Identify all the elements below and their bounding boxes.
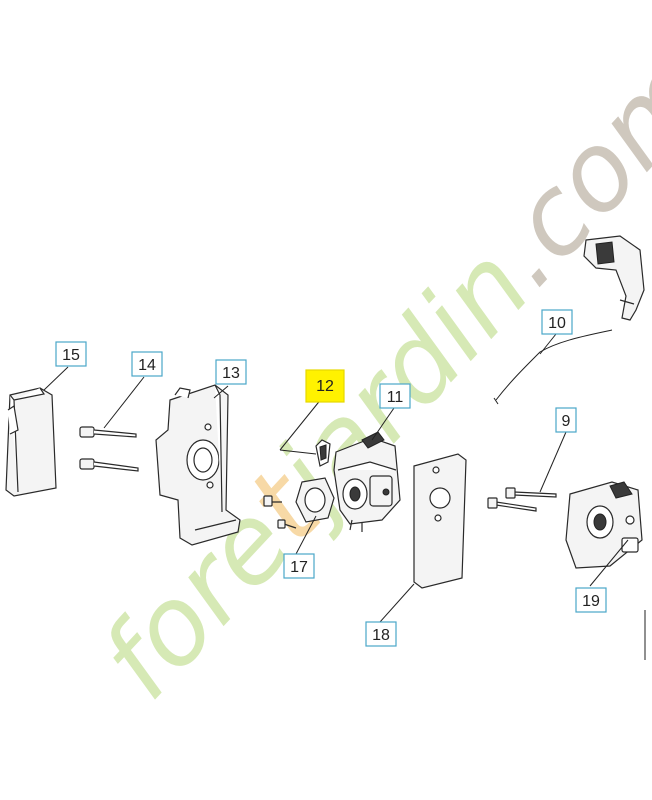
part-throttle-cable xyxy=(493,329,613,405)
watermark-text: foretjardin.com xyxy=(78,31,652,723)
callout-label-9: 9 xyxy=(562,413,571,430)
part-insulator-plate xyxy=(413,453,467,589)
callout-18: 18 xyxy=(365,621,397,647)
part-long-screws xyxy=(79,426,139,472)
callout-label-11: 11 xyxy=(387,389,404,406)
callout-10: 10 xyxy=(541,309,573,335)
part-engine-block xyxy=(565,481,643,569)
callout-label-10: 10 xyxy=(548,315,566,332)
leader-lines xyxy=(43,333,629,623)
callout-15: 15 xyxy=(55,341,87,367)
callout-19: 19 xyxy=(575,587,607,613)
part-bolts xyxy=(487,487,557,512)
part-air-box xyxy=(155,384,241,546)
callout-label-13: 13 xyxy=(222,365,240,382)
callout-14: 14 xyxy=(131,351,163,377)
callout-label-19: 19 xyxy=(582,593,600,610)
part-gasket-12 xyxy=(315,439,331,467)
callout-12: 12 xyxy=(305,369,345,403)
callout-label-14: 14 xyxy=(138,357,156,374)
part-throttle-handle xyxy=(583,235,645,321)
callout-11: 11 xyxy=(379,383,411,409)
part-carburetor xyxy=(333,431,401,532)
watermark: foretjardin.com xyxy=(78,31,652,723)
callout-label-12: 12 xyxy=(316,378,334,395)
callout-17: 17 xyxy=(283,553,315,579)
callout-label-17: 17 xyxy=(290,559,308,576)
callout-9: 9 xyxy=(555,407,577,433)
callout-13: 13 xyxy=(215,359,247,385)
callout-label-15: 15 xyxy=(62,347,80,364)
part-air-filter-cover xyxy=(5,387,57,497)
part-pump-cover xyxy=(263,477,335,529)
callout-label-18: 18 xyxy=(372,627,390,644)
